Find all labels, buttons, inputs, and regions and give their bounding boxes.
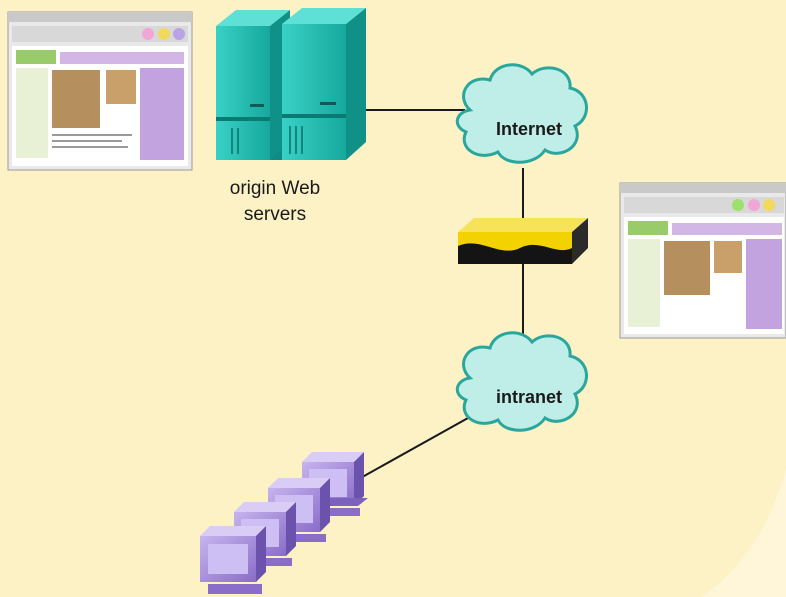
server-tower-icon <box>216 10 302 160</box>
servers-label: origin Web servers <box>200 176 350 228</box>
desktop-computer-icon <box>200 526 266 594</box>
background-swoosh <box>700 470 786 597</box>
servers-label-text: origin Web servers <box>229 178 321 225</box>
server-tower-icon <box>231 8 366 160</box>
line-intranet-clients <box>347 417 469 486</box>
internet-label: Internet <box>495 119 562 139</box>
internet-cloud-icon <box>455 63 588 164</box>
intranet-label: intranet <box>495 387 562 407</box>
web-page-screenshot-icon <box>619 182 786 339</box>
connection-lines <box>347 109 524 486</box>
intranet-cloud-icon <box>455 331 588 432</box>
web-page-screenshot-icon <box>7 11 193 171</box>
firewall-appliance-icon <box>458 218 588 264</box>
